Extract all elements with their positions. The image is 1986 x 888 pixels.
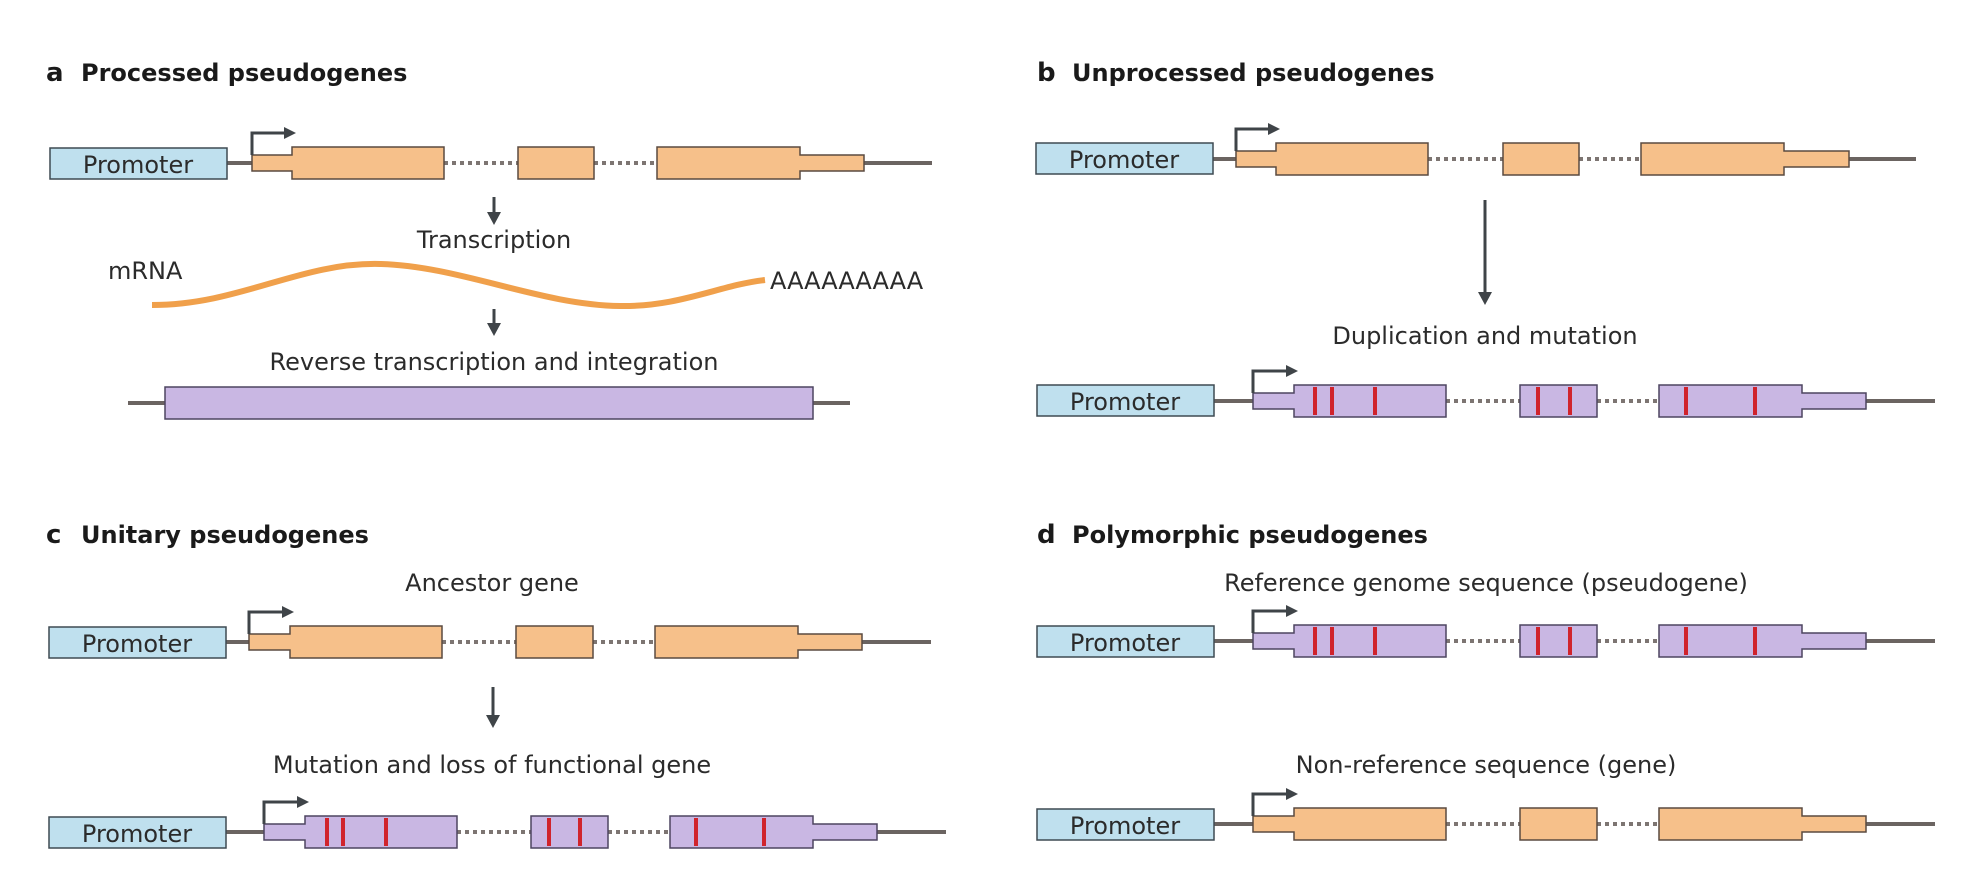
gene-d-non-reference: Promoter xyxy=(1036,788,1935,841)
polya-tail: AAAAAAAAA xyxy=(770,267,924,295)
tss-arrow xyxy=(1251,792,1294,816)
transcription-label: Transcription xyxy=(416,226,571,254)
panel-a: a Processed pseudogenes Promoter Transcr… xyxy=(46,58,932,420)
gene-b-pseudogene: Promoter xyxy=(1036,365,1935,418)
tss-arrow-head xyxy=(282,606,294,618)
non-reference-label: Non-reference sequence (gene) xyxy=(1296,751,1677,779)
arrow-reverse-transcription xyxy=(487,309,501,336)
exon xyxy=(1252,624,1447,658)
exon xyxy=(251,146,445,180)
exon xyxy=(656,146,865,180)
exon xyxy=(248,625,443,659)
tss-arrow-head xyxy=(284,127,296,139)
arrow-transcription xyxy=(487,197,501,225)
promoter-label: Promoter xyxy=(82,820,192,848)
exon xyxy=(1252,807,1447,841)
panel-d-letter: d xyxy=(1037,520,1056,550)
panel-a-title: Processed pseudogenes xyxy=(81,59,407,87)
exon xyxy=(517,146,595,180)
promoter-box xyxy=(1036,384,1215,417)
gene-b-original: Promoter xyxy=(1035,123,1916,176)
gene-d-reference: Promoter xyxy=(1036,605,1935,658)
reference-genome-label: Reference genome sequence (pseudogene) xyxy=(1224,569,1748,597)
arrow-duplication xyxy=(1478,200,1492,305)
exon xyxy=(1252,384,1447,418)
gene-c-unitary-pseudogene: Promoter xyxy=(48,796,946,849)
tss-arrow-head xyxy=(1286,605,1298,617)
mrna-label: mRNA xyxy=(108,257,183,285)
promoter-box xyxy=(1036,808,1215,841)
duplication-label: Duplication and mutation xyxy=(1332,322,1637,350)
exon xyxy=(1235,142,1429,176)
tss-arrow xyxy=(247,610,290,634)
promoter-label: Promoter xyxy=(1070,388,1180,416)
exon xyxy=(1658,624,1867,658)
tss-arrow xyxy=(250,131,292,155)
promoter-box xyxy=(48,626,227,659)
tss-arrow-head xyxy=(297,796,309,808)
panel-a-letter: a xyxy=(46,58,64,88)
promoter-box xyxy=(1036,625,1215,658)
tss-arrow xyxy=(1251,369,1294,393)
mrna-strand xyxy=(151,260,766,310)
mutation-loss-label: Mutation and loss of functional gene xyxy=(273,751,711,779)
panel-d-title: Polymorphic pseudogenes xyxy=(1072,521,1428,549)
promoter-label: Promoter xyxy=(1069,146,1179,174)
panel-b-title: Unprocessed pseudogenes xyxy=(1072,59,1435,87)
promoter-box xyxy=(48,816,227,849)
exon xyxy=(530,815,609,849)
tss-arrow-head xyxy=(1286,365,1298,377)
exon xyxy=(1519,624,1598,658)
ancestor-gene-label: Ancestor gene xyxy=(405,569,579,597)
tss-arrow-head xyxy=(1286,788,1298,800)
exon xyxy=(1519,807,1598,841)
panel-d: d Polymorphic pseudogenes Reference geno… xyxy=(1036,520,1935,841)
exon xyxy=(1502,142,1580,176)
gene-a-original: Promoter xyxy=(49,127,932,180)
exon xyxy=(263,815,458,849)
reverse-transcription-label: Reverse transcription and integration xyxy=(270,348,719,376)
tss-arrow-head xyxy=(1268,123,1280,135)
panel-c-letter: c xyxy=(46,520,61,550)
promoter-label: Promoter xyxy=(1070,812,1180,840)
exon xyxy=(1640,142,1850,176)
arrow-mutation xyxy=(486,687,500,728)
exon xyxy=(1658,807,1867,841)
processed-pseudogene xyxy=(128,386,850,420)
processed-pseudogene-body xyxy=(164,386,814,420)
panel-b: b Unprocessed pseudogenes Promoter Dupli… xyxy=(1035,58,1935,418)
exon xyxy=(669,815,878,849)
tss-arrow xyxy=(1251,609,1294,633)
panel-c-title: Unitary pseudogenes xyxy=(81,521,369,549)
promoter-box xyxy=(1035,142,1214,175)
tss-arrow xyxy=(1234,127,1276,151)
promoter-box xyxy=(49,147,228,180)
promoter-label: Promoter xyxy=(1070,629,1180,657)
exon xyxy=(654,625,863,659)
panel-b-letter: b xyxy=(1037,58,1056,88)
exon xyxy=(515,625,594,659)
promoter-label: Promoter xyxy=(83,151,193,179)
panel-c: c Unitary pseudogenes Ancestor gene Prom… xyxy=(46,520,946,849)
exon xyxy=(1519,384,1598,418)
exon xyxy=(1658,384,1867,418)
gene-c-ancestor: Promoter xyxy=(48,606,931,659)
promoter-label: Promoter xyxy=(82,630,192,658)
tss-arrow xyxy=(262,800,305,824)
